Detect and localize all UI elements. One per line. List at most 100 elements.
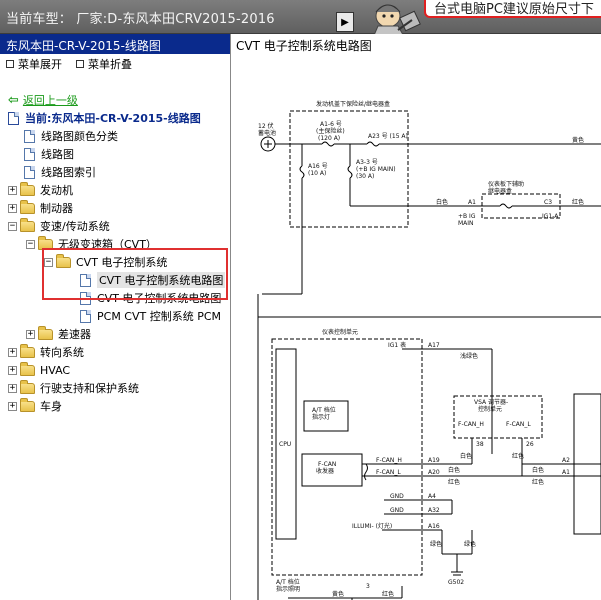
pin-a20-label: A20 — [428, 469, 440, 476]
folder-icon — [20, 199, 35, 214]
annotation-highlight-box — [42, 248, 228, 300]
document-icon — [80, 309, 91, 323]
pin-a16b-label: A16 — [428, 523, 440, 530]
collapse-icon[interactable]: − — [44, 256, 53, 267]
document-icon — [24, 165, 35, 179]
pin-a19-label: A19 — [428, 457, 440, 464]
tree-item-cvt-electronic-control[interactable]: − CVT 电子控制系统 — [44, 253, 167, 271]
underhood-fuse-box — [289, 110, 409, 228]
tree-item-label: 线路图颜色分类 — [41, 130, 118, 143]
tree-item-label: 无级变速箱（CVT） — [58, 238, 157, 251]
expand-icon[interactable]: + — [8, 184, 17, 195]
navigation-panel: 东风本田-CR-V-2015-线路图 菜单展开 菜单折叠 ⇦ 返回上一级 当前:… — [0, 34, 231, 600]
ig1a-label: IG1-A — [542, 213, 559, 220]
tree-item-body[interactable]: + 车身 — [8, 397, 62, 415]
at-indicator-label: A/T 档位指示灯 — [312, 406, 336, 421]
wire-red5-label: 红色 — [382, 590, 394, 598]
tree-item-label: 车身 — [40, 400, 62, 413]
collapse-icon[interactable]: − — [26, 238, 35, 249]
current-location-label: 当前:东风本田-CR-V-2015-线路图 — [25, 112, 201, 125]
expand-all-button[interactable]: 菜单展开 — [6, 56, 62, 72]
wire-yellow-label: 黄色 — [572, 136, 584, 144]
back-link-row[interactable]: ⇦ 返回上一级 — [8, 91, 78, 109]
illumi-label: ILLUMI- (灯光) — [352, 522, 392, 530]
tree-item-wire-color[interactable]: 线路图颜色分类 — [24, 127, 118, 145]
back-link[interactable]: 返回上一级 — [22, 94, 78, 107]
at-indicator2-label: A/T 档位指示照明 — [276, 578, 300, 593]
pin-a1b-label: A1 — [562, 469, 570, 476]
expand-icon[interactable]: + — [8, 382, 17, 393]
back-arrow-icon: ⇦ — [8, 92, 19, 108]
tree-item-label: 变速/传动系统 — [40, 220, 110, 233]
tree-item-cvt[interactable]: − 无级变速箱（CVT） — [26, 235, 157, 253]
folder-icon — [20, 181, 35, 196]
gnd2-label: GND — [390, 507, 404, 514]
tree-item-pcm-cvt[interactable]: PCM CVT 控制系统 PCM — [80, 307, 221, 325]
expand-icon[interactable]: + — [8, 346, 17, 357]
tree-item-driving-support[interactable]: + 行驶支持和保护系统 — [8, 379, 139, 397]
pin-3-label: 3 — [366, 583, 370, 590]
current-model-label: 当前车型： 厂家:D-东风本田CRV2015-2016 — [6, 12, 275, 27]
cpu-label: CPU — [279, 441, 291, 448]
collapse-icon[interactable]: − — [8, 220, 17, 231]
folder-icon — [38, 325, 53, 340]
tree-item-hvac[interactable]: + HVAC — [8, 361, 70, 379]
panel-title: 东风本田-CR-V-2015-线路图 — [0, 34, 230, 54]
folder-open-icon — [20, 217, 35, 232]
folder-open-icon — [56, 253, 71, 268]
dash-box-label: 仪表板下辅助继电器盒 — [488, 180, 524, 195]
tree-item-engine[interactable]: + 发动机 — [8, 181, 73, 199]
folder-icon — [20, 397, 35, 412]
expand-icon[interactable]: + — [8, 364, 17, 375]
tree-item-label: 发动机 — [40, 184, 73, 197]
tree-item-label: CVT 电子控制系统 — [76, 256, 168, 269]
collapse-all-button[interactable]: 菜单折叠 — [76, 56, 132, 72]
fuse-a16-label: A16 号(10 A) — [308, 163, 328, 177]
document-icon — [8, 111, 19, 125]
ig1-table-label: IG1 表 — [388, 341, 406, 349]
pin-a17-label: A17 — [428, 342, 440, 349]
main-fuse-label: A1-6 号(主保险丝)(120 A) — [316, 121, 345, 142]
pin-c3-label: C3 — [544, 199, 552, 206]
fuse-a3-label: A3-3 号(+B IG MAIN)(30 A) — [356, 159, 396, 180]
circuit-diagram: 发动机盖下保险丝/继电器盒 12 伏蓄电池 A1-6 号(主保险丝)(120 A… — [257, 100, 601, 600]
document-icon — [24, 147, 35, 161]
expand-all-label: 菜单展开 — [18, 58, 62, 71]
wire-white3-label: 白色 — [460, 452, 472, 460]
tree-item-label: 行驶支持和保护系统 — [40, 382, 139, 395]
pin-38-label: 38 — [476, 441, 484, 448]
tree-item-label: CVT 电子控制系统电路图 — [97, 272, 226, 288]
expand-icon[interactable]: + — [8, 400, 17, 411]
document-icon — [80, 273, 91, 287]
tree-item-brakes[interactable]: + 制动器 — [8, 199, 73, 217]
tree-item-differential[interactable]: + 差速器 — [26, 325, 91, 343]
banner-text: 台式电脑PC建议原始尺寸下 — [434, 2, 594, 17]
fuse-a23-label: A23 号 (15 A) — [368, 133, 408, 140]
expand-icon[interactable]: + — [26, 328, 35, 339]
tree-item-cvt-circuit-1[interactable]: CVT 电子控制系统电路图 — [80, 271, 226, 289]
pin-26-label: 26 — [526, 441, 534, 448]
fcan-l-label: F-CAN_L — [376, 469, 401, 476]
wire-red-label: 红色 — [572, 198, 584, 206]
vsa-fcan-l-label: F-CAN_L — [506, 421, 531, 428]
tree-item-wiring-diagram[interactable]: 线路图 — [24, 145, 74, 163]
expand-icon[interactable]: + — [8, 202, 17, 213]
wire-yellow2-label: 黄色 — [332, 590, 344, 598]
pin-a32-label: A32 — [428, 507, 440, 514]
tree-item-wiring-index[interactable]: 线路图索引 — [24, 163, 96, 181]
tree-item-transmission[interactable]: − 变速/传动系统 — [8, 217, 110, 235]
resolution-tip-banner: 台式电脑PC建议原始尺寸下 — [424, 0, 601, 18]
wire-green1-label: 绿色 — [430, 540, 442, 548]
wire-red3-label: 红色 — [512, 452, 524, 460]
wire-lightgreen-label: 浅绿色 — [460, 352, 478, 360]
panel-toggle-button[interactable]: ▶ — [336, 12, 354, 32]
tree-item-steering[interactable]: + 转向系统 — [8, 343, 84, 361]
folder-icon — [20, 361, 35, 376]
wire-red2-label: 红色 — [448, 478, 460, 486]
folder-icon — [20, 379, 35, 394]
wire-green2-label: 绿色 — [464, 540, 476, 548]
tree-item-label: 线路图索引 — [41, 166, 96, 179]
